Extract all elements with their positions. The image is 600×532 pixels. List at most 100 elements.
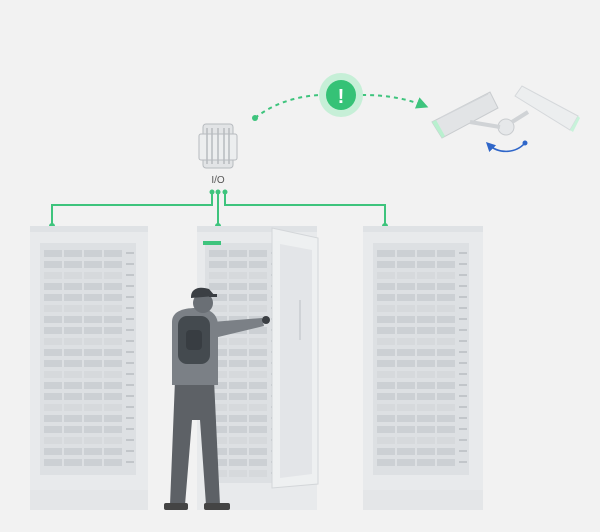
drive-bay xyxy=(397,448,415,455)
drive-led xyxy=(126,329,134,331)
drive-bay xyxy=(84,371,102,378)
drive-bay xyxy=(229,294,247,301)
drive-bay xyxy=(397,349,415,356)
drive-bay xyxy=(249,261,267,268)
drive-bay xyxy=(229,470,247,477)
drive-bay xyxy=(397,404,415,411)
drive-bay xyxy=(229,338,247,345)
drive-bay xyxy=(417,404,435,411)
drive-bay xyxy=(229,448,247,455)
drive-bay xyxy=(437,349,455,356)
drive-bay xyxy=(397,426,415,433)
drive-bay xyxy=(104,382,122,389)
drive-led xyxy=(459,395,467,397)
drive-bay xyxy=(64,305,82,312)
drive-bay xyxy=(397,437,415,444)
drive-bay xyxy=(209,250,227,257)
drive-bay xyxy=(397,382,415,389)
drive-bay xyxy=(437,338,455,345)
drive-bay xyxy=(209,261,227,268)
drive-bay xyxy=(417,437,435,444)
drive-bay xyxy=(64,415,82,422)
drive-bay xyxy=(397,338,415,345)
drive-bay xyxy=(249,437,267,444)
drive-bay xyxy=(417,316,435,323)
drive-bay xyxy=(249,360,267,367)
drive-bay xyxy=(437,327,455,334)
drive-led xyxy=(126,417,134,419)
drive-bay xyxy=(417,371,435,378)
drive-bay xyxy=(377,415,395,422)
drive-bay xyxy=(84,294,102,301)
drive-bay xyxy=(397,316,415,323)
drive-bay xyxy=(44,437,62,444)
drive-bay xyxy=(437,371,455,378)
drive-bay xyxy=(104,261,122,268)
drive-bay xyxy=(64,426,82,433)
drive-bay xyxy=(397,294,415,301)
drive-bay xyxy=(104,437,122,444)
drive-bay xyxy=(104,360,122,367)
drive-bay xyxy=(44,327,62,334)
drive-led xyxy=(126,263,134,265)
drive-bay xyxy=(209,426,227,433)
drive-bay xyxy=(249,272,267,279)
drive-bay xyxy=(104,371,122,378)
drive-bay xyxy=(44,404,62,411)
drive-bay xyxy=(229,272,247,279)
drive-led xyxy=(126,351,134,353)
drive-led xyxy=(459,450,467,452)
drive-bay xyxy=(417,250,435,257)
drive-bay xyxy=(44,371,62,378)
drive-bay xyxy=(249,349,267,356)
drive-bay xyxy=(44,316,62,323)
drive-bay xyxy=(249,404,267,411)
drive-bay xyxy=(437,250,455,257)
drive-bay xyxy=(437,316,455,323)
io-module-icon xyxy=(198,123,238,169)
drive-bay xyxy=(104,272,122,279)
drive-bay xyxy=(44,360,62,367)
drive-bay xyxy=(209,404,227,411)
drive-bay xyxy=(417,327,435,334)
drive-bay xyxy=(377,459,395,466)
drive-bay xyxy=(229,305,247,312)
drive-bay xyxy=(437,426,455,433)
drive-bay xyxy=(377,305,395,312)
drive-bay xyxy=(84,338,102,345)
exclamation-icon: ! xyxy=(338,86,345,108)
drive-bay xyxy=(44,459,62,466)
drive-bay xyxy=(64,272,82,279)
drive-led xyxy=(126,318,134,320)
technician-figure xyxy=(164,287,270,510)
drive-led xyxy=(459,351,467,353)
drive-led xyxy=(126,307,134,309)
drive-bay xyxy=(64,250,82,257)
alert-path-right xyxy=(361,94,429,109)
drive-bays xyxy=(377,250,467,466)
drive-bay xyxy=(84,305,102,312)
drive-led xyxy=(126,439,134,441)
drive-bay xyxy=(209,448,227,455)
drive-bay xyxy=(417,294,435,301)
alert-badge: ! xyxy=(319,73,363,117)
drive-bay xyxy=(104,415,122,422)
drive-bay xyxy=(64,261,82,268)
drive-led xyxy=(459,318,467,320)
drive-bay xyxy=(249,294,267,301)
security-camera-icon xyxy=(431,85,580,153)
drive-bay xyxy=(397,371,415,378)
drive-bay xyxy=(437,448,455,455)
drive-bay xyxy=(417,338,435,345)
rotate-arrow xyxy=(485,141,526,153)
drive-bay xyxy=(377,437,395,444)
drive-bay xyxy=(64,393,82,400)
alert-path-start-dot xyxy=(252,115,258,121)
drive-bay xyxy=(104,393,122,400)
drive-bay xyxy=(229,437,247,444)
drive-bay xyxy=(44,415,62,422)
drive-bay xyxy=(397,250,415,257)
drive-led xyxy=(126,362,134,364)
drive-bay xyxy=(417,448,435,455)
